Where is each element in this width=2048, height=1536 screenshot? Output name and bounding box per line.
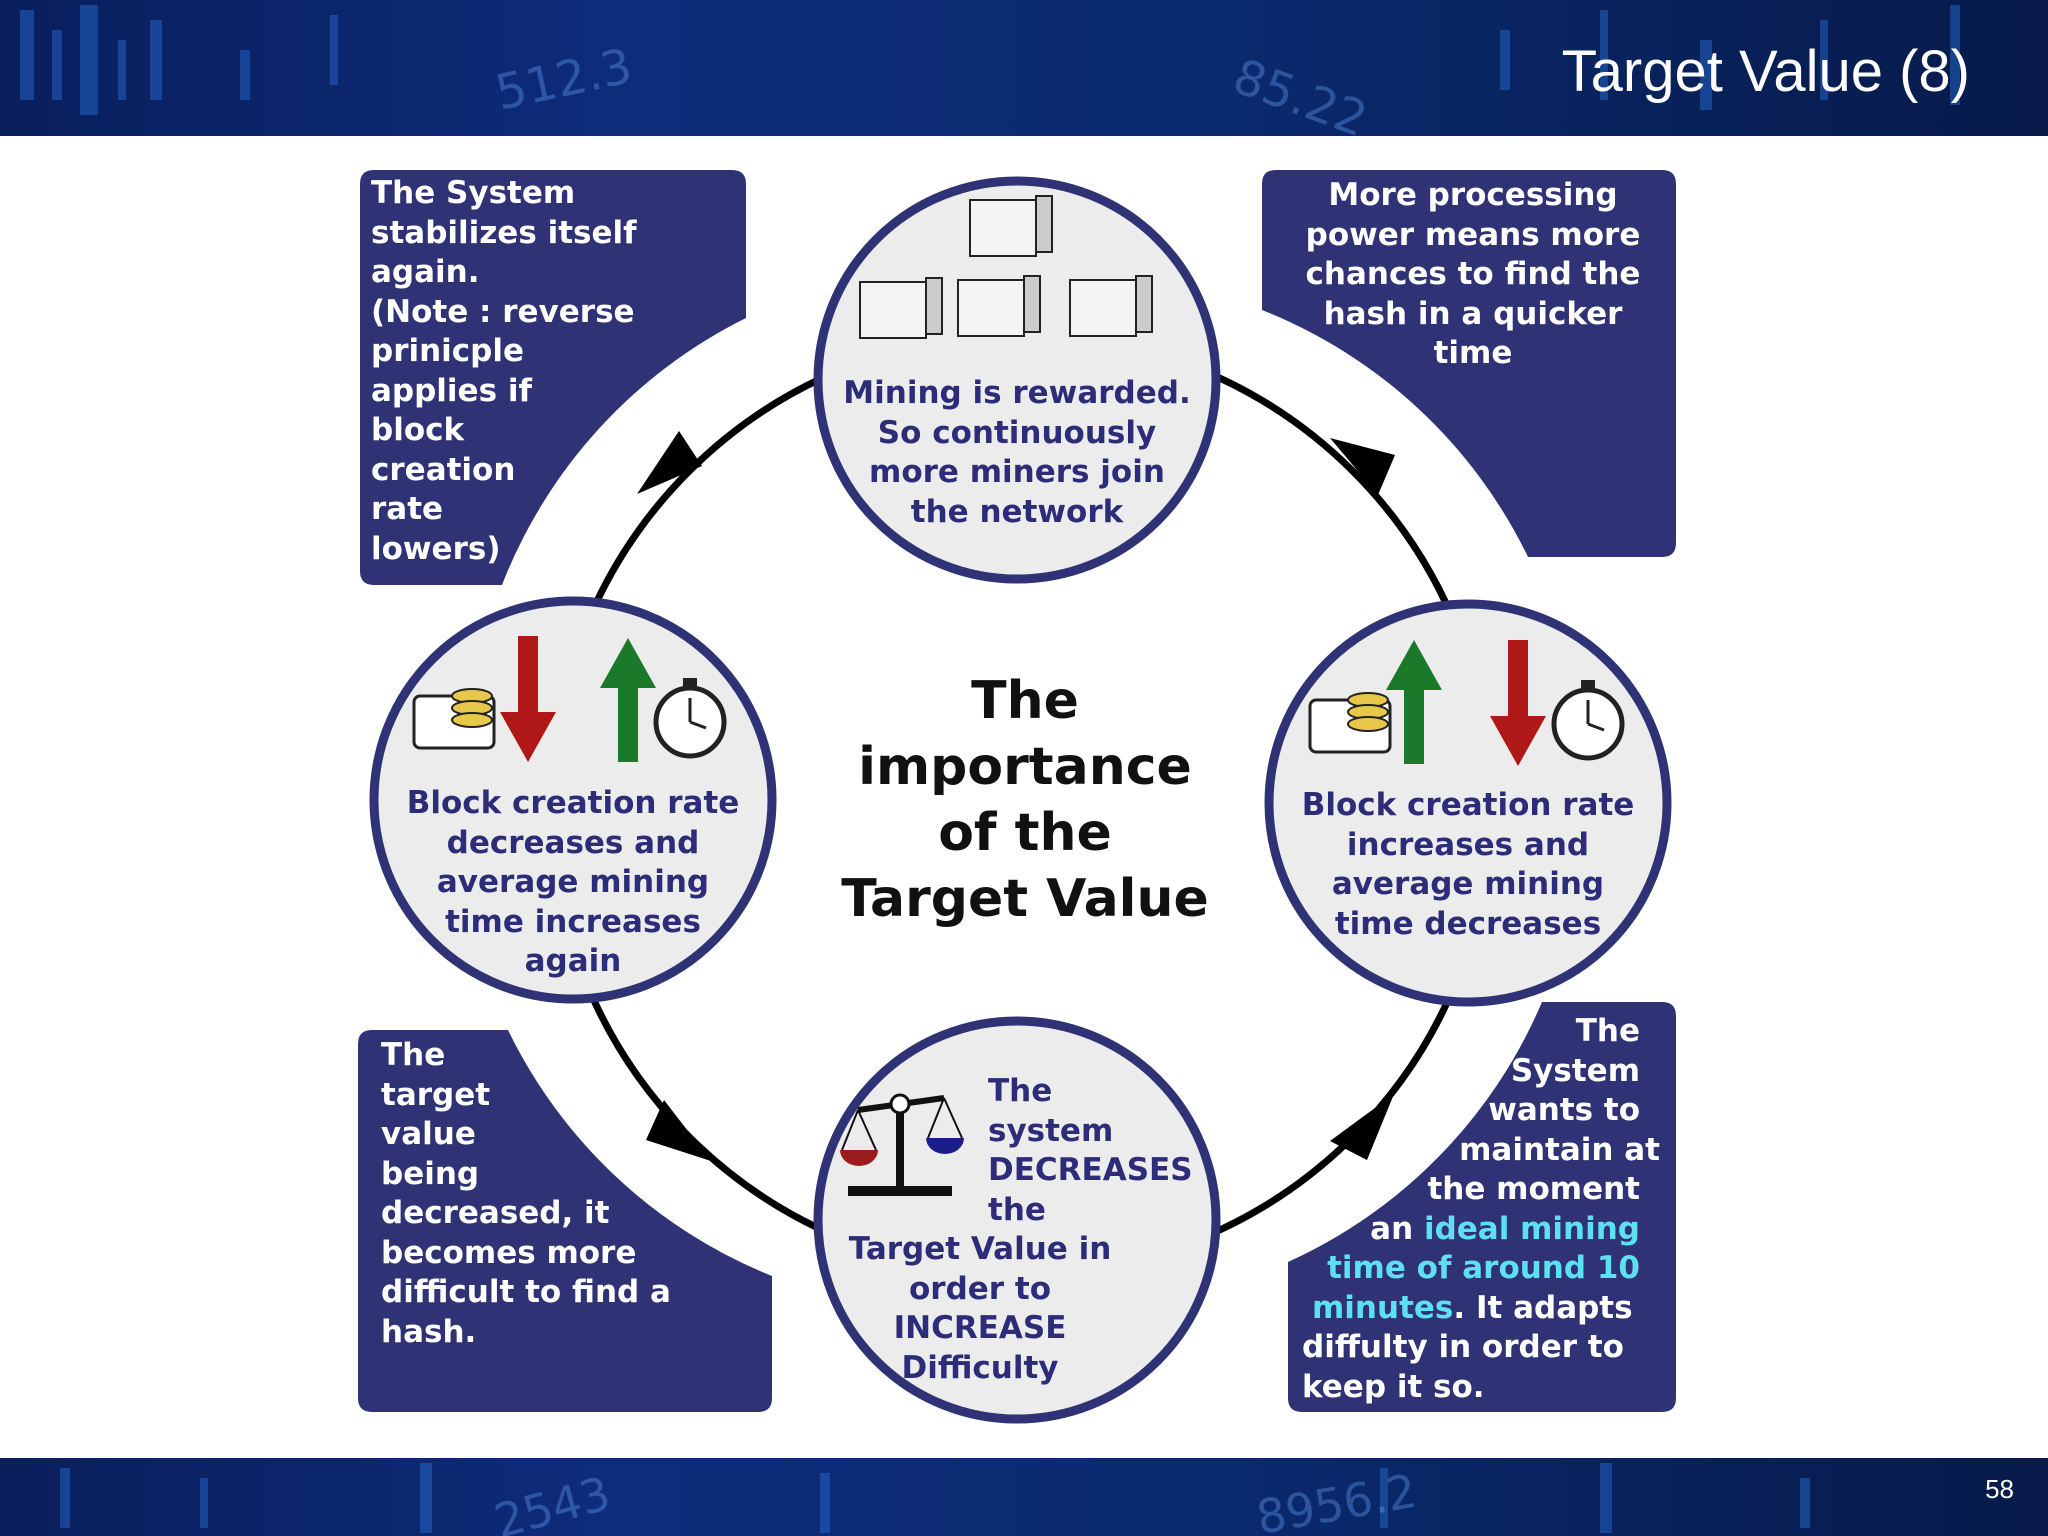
- highlight-text: time of around 10: [1327, 1250, 1640, 1286]
- panel-text-span: an: [1370, 1210, 1424, 1247]
- svg-text:8956.2: 8956.2: [1253, 1464, 1421, 1536]
- footer-banner: 2543 8956.2 58: [0, 1458, 2048, 1536]
- highlight-text: ideal mining: [1423, 1210, 1640, 1247]
- arrow-up-icon: [1386, 640, 1442, 764]
- panel-bottom-right-text: The System wants to maintain at the mome…: [1290, 1012, 1660, 1407]
- stopwatch-icon: [653, 678, 727, 759]
- node-left-text: Block creation rate decreases and averag…: [406, 785, 740, 979]
- coin-stack-icon: [1308, 692, 1392, 754]
- panel-line: System: [1510, 1052, 1640, 1089]
- panel-line: wants to: [1488, 1092, 1640, 1128]
- arrow-up-icon: [600, 638, 656, 762]
- center-title: The importance of the Target Value: [841, 671, 1209, 929]
- panel-bottom-left: [358, 1030, 772, 1412]
- panel-line: minutes. It adapts: [1290, 1289, 1660, 1329]
- node-right-text: Block creation rate increases and averag…: [1301, 787, 1635, 942]
- highlight-text: minutes: [1312, 1289, 1454, 1326]
- banner-texture: 512.3 85.22: [20, 5, 1960, 136]
- panel-line: The: [1575, 1013, 1640, 1049]
- panel-line: keep it so.: [1302, 1368, 1485, 1405]
- node-bottom-text-b: Target Value in order to INCREASE Diffic…: [848, 1231, 1112, 1386]
- panel-bottom-left-text: The target value being decreased, it bec…: [381, 1037, 671, 1350]
- balance-scale-icon: [840, 1093, 964, 1196]
- panel-line: maintain at: [1459, 1131, 1660, 1168]
- banner-texture: 2543 8956.2: [60, 1463, 1810, 1536]
- panel-line: diffulty in order to: [1302, 1329, 1624, 1365]
- cycle-arrow-top-left: [637, 431, 702, 494]
- panel-line: an ideal mining: [1290, 1210, 1660, 1250]
- panel-top-left-text: The System stabilizes itself again. (Not…: [371, 175, 637, 567]
- header-banner: 512.3 85.22 Target Value (8): [0, 0, 2048, 136]
- panel-top-left: [360, 170, 746, 585]
- cycle-arrow-top-right: [1330, 438, 1395, 495]
- panel-bottom-right: [1288, 1002, 1676, 1412]
- node-bottom-text-a: The system DECREASES the: [988, 1073, 1193, 1228]
- panel-top-right: [1262, 170, 1676, 557]
- panel-top-right-text: More processing power means more chances…: [1305, 177, 1641, 371]
- arrow-down-icon: [500, 636, 556, 762]
- page-number: 58: [1985, 1474, 2014, 1504]
- cycle-arrow-bottom-right: [1330, 1094, 1394, 1160]
- cycle-arrow-bottom-left: [646, 1100, 711, 1161]
- coin-stack-icon: [412, 688, 496, 750]
- stopwatch-icon: [1551, 680, 1625, 761]
- panel-line: the moment: [1427, 1171, 1640, 1207]
- slide-title: Target Value (8): [1561, 39, 1970, 104]
- arrow-down-icon: [1490, 640, 1546, 766]
- mining-server-icon: [859, 195, 1153, 339]
- node-top-text: Mining is rewarded. So continuously more…: [843, 375, 1191, 530]
- node-bottom: [813, 1016, 1221, 1424]
- panel-text-span: . It adapts: [1453, 1289, 1633, 1326]
- svg-text:2543: 2543: [489, 1466, 616, 1536]
